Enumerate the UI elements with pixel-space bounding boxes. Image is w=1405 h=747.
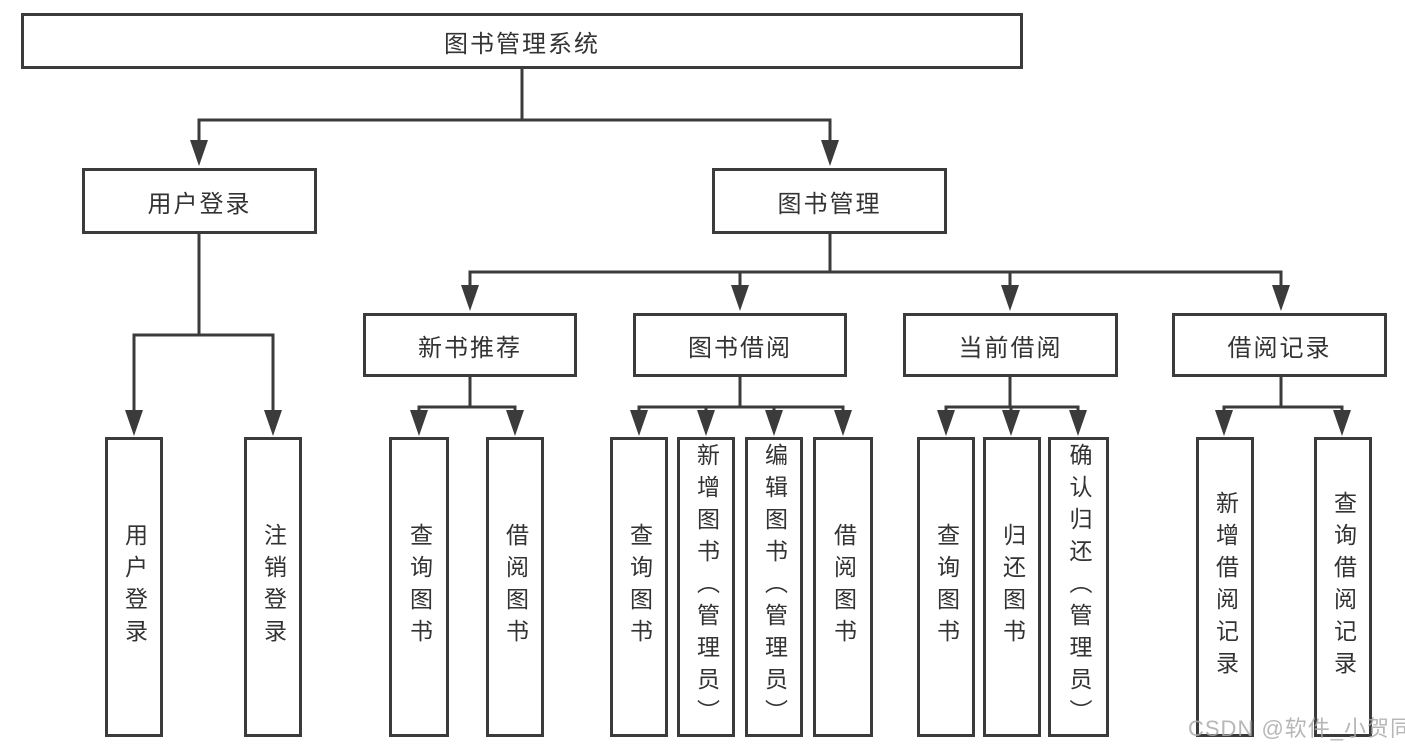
node-label: 图书管理 bbox=[777, 190, 882, 218]
leaf-add-borrow-record: 新增借阅记录 bbox=[1196, 437, 1254, 737]
leaf-label: 查询图书 bbox=[626, 523, 653, 651]
arrow-icon bbox=[937, 410, 955, 436]
node-label: 图书管理系统 bbox=[444, 30, 600, 58]
arrow-icon bbox=[461, 285, 479, 311]
leaf-add-book-admin: 新增图书（管理员） bbox=[677, 437, 735, 737]
leaf-label: 新增借阅记录 bbox=[1212, 491, 1239, 683]
leaf-logout: 注销登录 bbox=[244, 437, 302, 737]
leaf-label: 查询借阅记录 bbox=[1330, 491, 1357, 683]
leaf-borrow-books-borrowing: 借阅图书 bbox=[813, 437, 873, 737]
node-borrowing-records: 借阅记录 bbox=[1172, 313, 1387, 377]
leaf-label: 查询图书 bbox=[933, 523, 960, 651]
arrow-icon bbox=[190, 140, 208, 166]
node-label: 借阅记录 bbox=[1227, 334, 1332, 362]
arrow-icon bbox=[834, 410, 852, 436]
leaf-label: 归还图书 bbox=[999, 523, 1026, 651]
leaf-query-borrow-record: 查询借阅记录 bbox=[1314, 437, 1372, 737]
csdn-watermark: CSDN @软件_小贺同学 bbox=[1188, 716, 1405, 741]
arrow-icon bbox=[697, 410, 715, 436]
arrow-icon bbox=[731, 285, 749, 311]
node-book-borrowing: 图书借阅 bbox=[633, 313, 847, 377]
leaf-edit-book-admin: 编辑图书（管理员） bbox=[745, 437, 803, 737]
node-new-book-recommendation: 新书推荐 bbox=[363, 313, 577, 377]
node-current-borrowing: 当前借阅 bbox=[903, 313, 1118, 377]
arrow-icon bbox=[264, 410, 282, 436]
arrow-icon bbox=[765, 410, 783, 436]
arrow-icon bbox=[1001, 285, 1019, 311]
arrow-icon bbox=[125, 410, 143, 436]
leaf-confirm-return-admin: 确认归还（管理员） bbox=[1048, 437, 1109, 737]
node-label: 图书借阅 bbox=[688, 334, 792, 362]
leaf-label: 注销登录 bbox=[260, 523, 287, 651]
node-label: 新书推荐 bbox=[418, 334, 522, 362]
node-book-management: 图书管理 bbox=[712, 168, 947, 234]
node-library-management-system: 图书管理系统 bbox=[21, 13, 1023, 69]
leaf-query-books-borrowing: 查询图书 bbox=[610, 437, 668, 737]
leaf-label: 确认归还（管理员） bbox=[1066, 443, 1092, 731]
leaf-label: 借阅图书 bbox=[502, 523, 529, 651]
leaf-label: 借阅图书 bbox=[830, 523, 857, 651]
leaf-return-books: 归还图书 bbox=[983, 437, 1041, 737]
leaf-query-books-recommendation: 查询图书 bbox=[389, 437, 449, 737]
node-user-login: 用户登录 bbox=[82, 168, 317, 234]
arrow-icon bbox=[1215, 410, 1233, 436]
leaf-borrow-books-recommendation: 借阅图书 bbox=[486, 437, 544, 737]
leaf-label: 编辑图书（管理员） bbox=[761, 443, 788, 731]
arrow-icon bbox=[1069, 410, 1087, 436]
node-label: 当前借阅 bbox=[958, 334, 1063, 362]
arrow-icon bbox=[630, 410, 648, 436]
arrow-icon bbox=[821, 140, 839, 166]
arrow-icon bbox=[506, 410, 524, 436]
node-label: 用户登录 bbox=[147, 190, 252, 218]
arrow-icon bbox=[1333, 410, 1351, 436]
arrowheads bbox=[125, 140, 1351, 436]
arrow-icon bbox=[1002, 410, 1020, 436]
leaf-label: 用户登录 bbox=[121, 523, 148, 651]
leaf-query-books-current: 查询图书 bbox=[917, 437, 975, 737]
arrow-icon bbox=[410, 410, 428, 436]
leaf-label: 新增图书（管理员） bbox=[693, 443, 720, 731]
leaf-label: 查询图书 bbox=[406, 523, 433, 651]
leaf-user-login: 用户登录 bbox=[105, 437, 163, 737]
arrow-icon bbox=[1272, 285, 1290, 311]
